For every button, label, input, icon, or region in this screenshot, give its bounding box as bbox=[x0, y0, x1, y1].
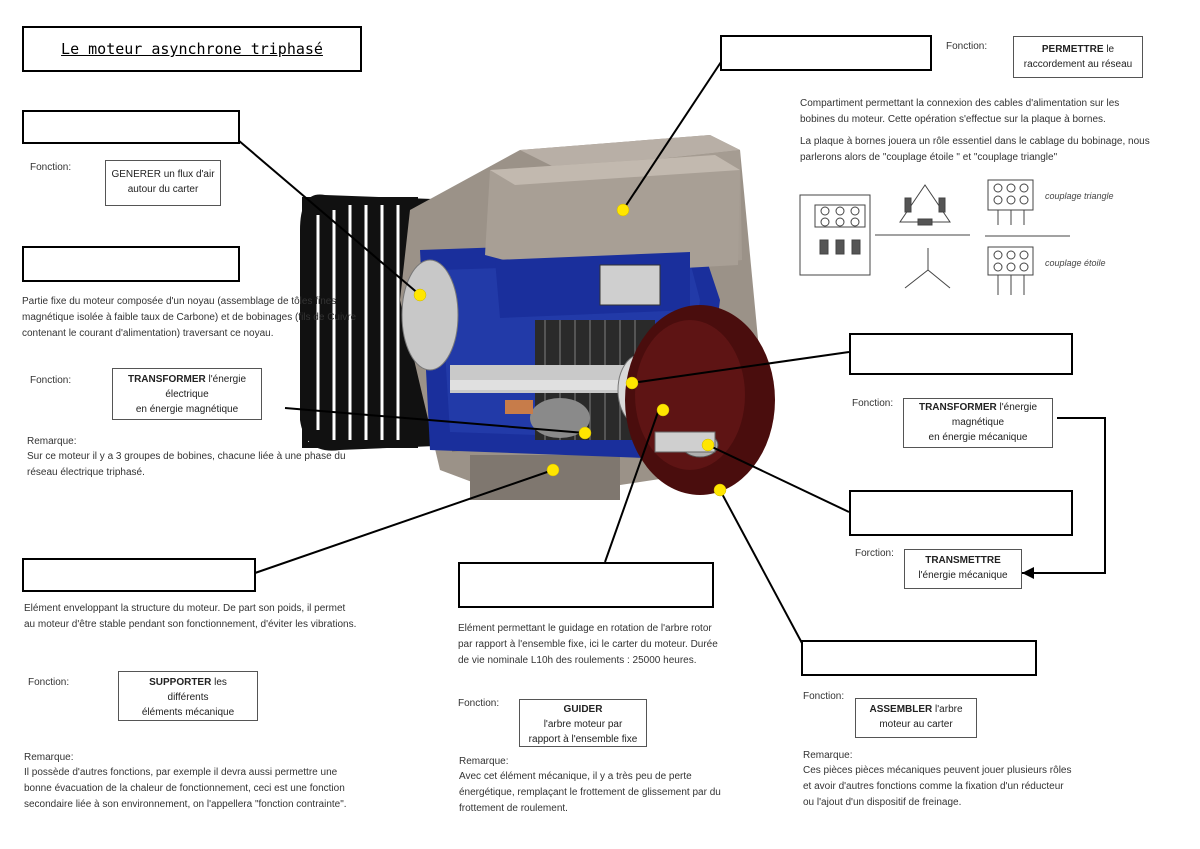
flasque-remarque-label: Remarque: bbox=[803, 750, 853, 761]
bornier-fonction-label: Fonction: bbox=[946, 41, 988, 52]
roulements-fonction-verb: GUIDER bbox=[563, 704, 603, 715]
leader-roulements bbox=[604, 411, 659, 563]
stator-fonction-line1: l'énergie bbox=[205, 374, 247, 385]
leader-rotor bbox=[631, 351, 850, 384]
flasque-fonction-box: ASSEMBLER l'arbre moteur au carter bbox=[855, 698, 977, 738]
roulements-description: Elément permettant le guidage en rotatio… bbox=[458, 623, 718, 666]
carter-fonction-line2: différents bbox=[167, 692, 209, 703]
leader-stator bbox=[284, 407, 586, 434]
stator-remarque: Sur ce moteur il y a 3 groupes de bobine… bbox=[27, 451, 346, 478]
plaque-a-bornes-schematic bbox=[799, 194, 871, 276]
stator-fonction-line2: électrique bbox=[165, 389, 209, 400]
marker-bornier bbox=[616, 203, 630, 217]
couplage-etoile-label: couplage étoile bbox=[1045, 258, 1106, 268]
rotor-fonction-box: TRANSFORMER l'énergie magnétique en éner… bbox=[903, 398, 1053, 448]
flasque-fonction-line2: moteur au carter bbox=[879, 719, 953, 730]
bornier-fonction-box: PERMETTRE le raccordement au réseau bbox=[1013, 36, 1143, 78]
leader-ventilateur bbox=[237, 139, 421, 296]
roulements-fonction-box: GUIDER l'arbre moteur par rapport à l'en… bbox=[519, 699, 647, 747]
page-title: Le moteur asynchrone triphasé bbox=[22, 26, 362, 72]
carter-fonction-line3: éléments mécanique bbox=[141, 707, 235, 718]
rotor-fonction-verb: TRANSFORMER bbox=[918, 402, 997, 413]
rotor-fonction-line3: en énergie mécanique bbox=[928, 432, 1028, 443]
bornier-description-1: Compartiment permettant la connexion des… bbox=[800, 98, 1120, 125]
stator-fonction-label: Fonction: bbox=[30, 375, 72, 386]
marker-ventilateur bbox=[413, 288, 427, 302]
label-box-carter[interactable] bbox=[22, 558, 256, 592]
stator-fonction-verb: TRANSFORMER bbox=[127, 374, 206, 385]
rotor-fonction-label: Fonction: bbox=[852, 398, 894, 409]
triangle-schematic bbox=[875, 184, 970, 236]
bornier-fonction-line2: raccordement au réseau bbox=[1023, 59, 1133, 70]
label-box-stator[interactable] bbox=[22, 246, 240, 282]
roulements-fonction-label: Fonction: bbox=[458, 698, 500, 709]
ventilateur-fonction-rest: un flux d'air autour du carter bbox=[127, 169, 215, 195]
carter-fonction-box: SUPPORTER les différents éléments mécani… bbox=[118, 671, 258, 721]
ventilateur-fonction-verb: GENERER bbox=[111, 169, 161, 180]
carter-remarque: Il possède d'autres fonctions, par exemp… bbox=[24, 767, 347, 810]
arbre-fonction-box: TRANSMETTRE l'énergie mécanique bbox=[904, 549, 1022, 589]
terminal-box bbox=[485, 155, 740, 318]
marker-carter bbox=[546, 463, 560, 477]
stator-fonction-box: TRANSFORMER l'énergie électrique en éner… bbox=[112, 368, 262, 420]
label-box-flasque[interactable] bbox=[801, 640, 1037, 676]
flasque-fonction-label: Fonction: bbox=[803, 691, 845, 702]
label-box-arbre[interactable] bbox=[849, 490, 1073, 536]
shaft bbox=[654, 431, 716, 453]
arbre-fonction-label: Forction: bbox=[855, 548, 894, 559]
carter-remarque-label: Remarque: bbox=[24, 752, 74, 763]
connector-arrow bbox=[1022, 417, 1106, 574]
label-box-rotor[interactable] bbox=[849, 333, 1073, 375]
stator-fonction-line3: en énergie magnétique bbox=[135, 404, 239, 415]
marker-arbre bbox=[701, 438, 715, 452]
leader-arbre bbox=[709, 445, 850, 513]
bornier-fonction-verb: PERMETTRE bbox=[1041, 44, 1104, 55]
arbre-fonction-verb: TRANSMETTRE bbox=[925, 555, 1001, 566]
arrow-head bbox=[1022, 567, 1034, 579]
label-box-roulements[interactable] bbox=[458, 562, 714, 608]
rotor-fonction-line1: l'énergie bbox=[996, 402, 1038, 413]
ventilateur-fonction-box: GENERER un flux d'air autour du carter bbox=[105, 160, 221, 206]
roulements-fonction-line3: rapport à l'ensemble fixe bbox=[528, 734, 638, 745]
endshield bbox=[401, 259, 459, 371]
roulements-remarque: Avec cet élément mécanique, il y a très … bbox=[459, 771, 721, 814]
star-terminal-plate bbox=[987, 246, 1034, 295]
label-box-ventilateur[interactable] bbox=[22, 110, 240, 144]
flasque-remarque: Ces pièces pièces mécaniques peuvent jou… bbox=[803, 765, 1072, 808]
carter-description: Elément enveloppant la structure du mote… bbox=[24, 603, 357, 630]
leader-carter bbox=[254, 469, 554, 574]
marker-stator bbox=[578, 426, 592, 440]
carter-fonction-line1: les bbox=[211, 677, 227, 688]
bornier-description-2: La plaque à bornes jouera un rôle essent… bbox=[800, 136, 1150, 163]
roulements-remarque-label: Remarque: bbox=[459, 756, 509, 767]
flasque-fonction-line1: l'arbre bbox=[932, 704, 963, 715]
leader-lines bbox=[237, 61, 1106, 646]
flasque-fonction-verb: ASSEMBLER bbox=[869, 704, 933, 715]
bornier-fonction-line1: le bbox=[1103, 44, 1115, 55]
label-box-bornier[interactable] bbox=[720, 35, 932, 71]
carter-fonction-label: Fonction: bbox=[28, 677, 70, 688]
coupling-diagrams bbox=[799, 179, 1070, 295]
stator-description: Partie fixe du moteur composée d'un noya… bbox=[22, 296, 357, 339]
stator-remarque-label: Remarque: bbox=[27, 436, 77, 447]
leader-flasque bbox=[719, 489, 804, 646]
ventilateur-fonction-label: Fonction: bbox=[30, 162, 72, 173]
couplage-triangle-label: couplage triangle bbox=[1045, 191, 1114, 201]
star-schematic bbox=[904, 248, 951, 289]
markers bbox=[413, 203, 727, 497]
marker-rotor bbox=[625, 376, 639, 390]
marker-flasque bbox=[713, 483, 727, 497]
marker-roulements bbox=[656, 403, 670, 417]
rotor-fonction-line2: magnétique bbox=[951, 417, 1005, 428]
triangle-terminal-plate bbox=[987, 179, 1034, 225]
arbre-fonction-line2: l'énergie mécanique bbox=[918, 570, 1008, 581]
roulements-fonction-line2: l'arbre moteur par bbox=[543, 719, 623, 730]
carter-fonction-verb: SUPPORTER bbox=[149, 677, 212, 688]
leader-bornier bbox=[622, 61, 722, 211]
page-title-text: Le moteur asynchrone triphasé bbox=[61, 40, 323, 58]
